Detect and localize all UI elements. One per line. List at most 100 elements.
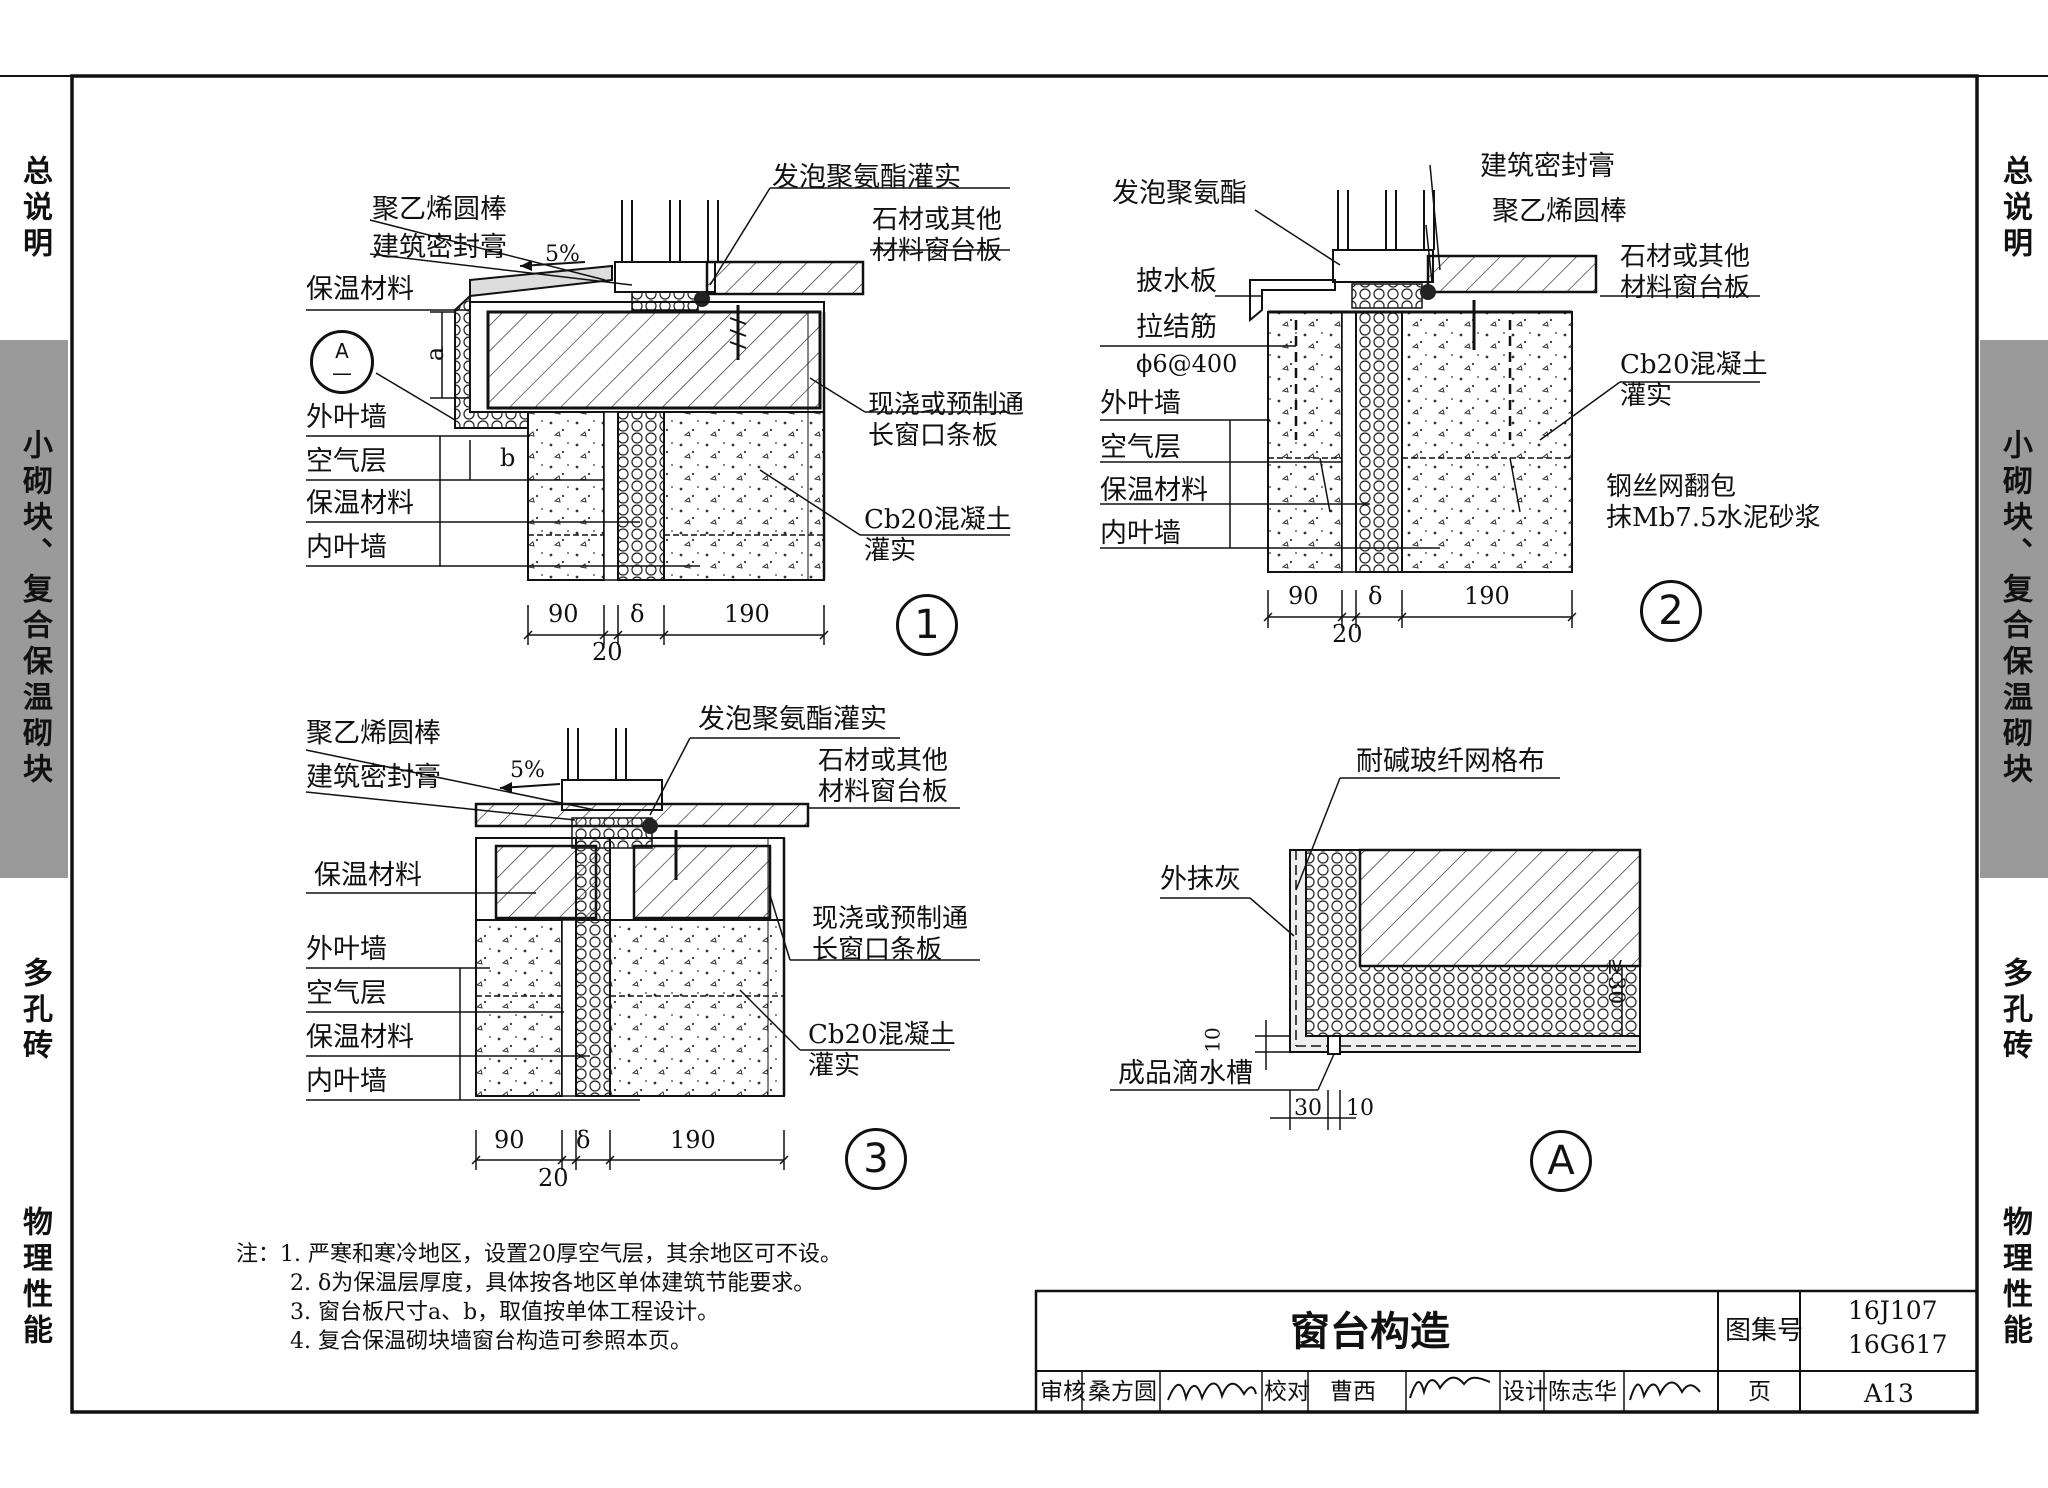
- d1-insulation-top-label: 保温材料: [306, 274, 414, 305]
- designer-name: 陈志华: [1548, 1379, 1617, 1405]
- da-mesh-label: 耐碱玻纤网格布: [1356, 746, 1545, 777]
- page-label: 页: [1748, 1379, 1771, 1405]
- d1-dim-90: 90: [548, 600, 579, 628]
- side-tab-left-1[interactable]: 小砌块、复合保温砌块: [0, 340, 68, 878]
- d1-lintel-label: 现浇或预制通 长窗口条板: [868, 390, 1025, 452]
- d3-inner-leaf-label: 内叶墙: [306, 1066, 387, 1097]
- note-1: 注：1. 严寒和寒冷地区，设置20厚空气层，其余地区可不设。: [236, 1242, 842, 1267]
- detail-a-drawing: [1110, 777, 1642, 1130]
- side-tab-right-2[interactable]: 多孔砖: [1997, 957, 2032, 1065]
- d2-air-label: 空气层: [1100, 432, 1181, 463]
- d3-rod-label: 聚乙烯圆棒: [306, 718, 441, 749]
- d3-dim-90: 90: [494, 1126, 525, 1154]
- d2-rod-label: 聚乙烯圆棒: [1492, 196, 1627, 227]
- d2-outer-leaf-label: 外叶墙: [1100, 388, 1181, 419]
- page-number: A13: [1864, 1379, 1914, 1408]
- reviewer-name: 桑方圆: [1088, 1379, 1157, 1405]
- review-label: 审核: [1040, 1379, 1086, 1405]
- detail-1-number: 1: [896, 594, 958, 656]
- da-dim-30: 30: [1294, 1096, 1322, 1121]
- note-3: 3. 窗台板尺寸a、b，取值按单体工程设计。: [290, 1300, 720, 1325]
- d2-dim-delta: δ: [1368, 582, 1383, 610]
- detail-3-drawing: [305, 728, 980, 1170]
- d3-outer-leaf-label: 外叶墙: [306, 934, 387, 965]
- checker-name: 曹西: [1330, 1379, 1376, 1405]
- d2-concrete-label: Cb20混凝土 灌实: [1620, 350, 1768, 412]
- check-label: 校对: [1264, 1379, 1310, 1405]
- side-tab-left-3[interactable]: 物理性能: [17, 1206, 52, 1350]
- d3-sealant-label: 建筑密封膏: [306, 762, 441, 793]
- da-dim-ge30: ≥30: [1603, 957, 1629, 1005]
- d2-mesh-label: 钢丝网翻包 抹Mb7.5水泥砂浆: [1606, 472, 1821, 534]
- d1-inner-leaf-label: 内叶墙: [306, 532, 387, 563]
- d1-dim-delta: δ: [630, 600, 645, 628]
- d3-dim-delta: δ: [576, 1126, 591, 1154]
- title-block-frame: [1034, 1289, 1979, 1414]
- d2-drip-label: 披水板: [1136, 266, 1217, 297]
- d1-foam-label: 发泡聚氨酯灌实: [772, 162, 961, 193]
- d1-dim-190: 190: [724, 600, 770, 628]
- d3-dim-20: 20: [538, 1164, 569, 1192]
- d2-dim-90: 90: [1288, 582, 1319, 610]
- d3-air-label: 空气层: [306, 978, 387, 1009]
- d2-dim-190: 190: [1464, 582, 1510, 610]
- side-tab-right-0[interactable]: 总说明: [1997, 155, 2032, 263]
- checker-signature: [1409, 1376, 1491, 1399]
- da-render-label: 外抹灰: [1160, 864, 1241, 895]
- side-tab-right-1[interactable]: 小砌块、复合保温砌块: [1980, 340, 2048, 878]
- da-drip-groove-label: 成品滴水槽: [1118, 1058, 1253, 1089]
- side-tab-left-0[interactable]: 总说明: [17, 155, 52, 263]
- d3-dim-190: 190: [670, 1126, 716, 1154]
- d1-dim-a: a: [421, 346, 450, 362]
- d1-board-label: 石材或其他 材料窗台板: [872, 205, 1003, 267]
- d2-dim-20: 20: [1332, 620, 1363, 648]
- detail-2-number: 2: [1640, 580, 1702, 642]
- d3-insulation-label: 保温材料: [306, 1022, 414, 1053]
- d2-inner-leaf-label: 内叶墙: [1100, 518, 1181, 549]
- d1-concrete-label: Cb20混凝土 灌实: [864, 505, 1012, 567]
- da-dim-10-horizontal: 10: [1346, 1096, 1374, 1121]
- note-4: 4. 复合保温砌块墙窗台构造可参照本页。: [290, 1329, 692, 1354]
- drawing-title: 窗台构造: [1290, 1309, 1450, 1355]
- detail-2-drawing: [1100, 164, 1760, 628]
- design-label: 设计: [1502, 1379, 1548, 1405]
- d3-lintel-label: 现浇或预制通 长窗口条板: [812, 904, 969, 966]
- detail-3-number: 3: [845, 1128, 907, 1190]
- side-tab-right-3[interactable]: 物理性能: [1997, 1206, 2032, 1350]
- d2-foam-label: 发泡聚氨酯: [1112, 178, 1247, 209]
- d3-slope-label: 5%: [510, 758, 545, 783]
- d1-detail-ref-bubble[interactable]: A —: [310, 330, 374, 394]
- d1-ref-line: —: [332, 361, 352, 385]
- detail-1-drawing: [306, 187, 1010, 645]
- note-2: 2. δ为保温层厚度，具体按各地区单体建筑节能要求。: [290, 1271, 816, 1296]
- d1-slope-label: 5%: [545, 242, 580, 267]
- d1-outer-leaf-label: 外叶墙: [306, 402, 387, 433]
- d2-sealant-label: 建筑密封膏: [1480, 151, 1615, 182]
- side-tab-left-2[interactable]: 多孔砖: [17, 957, 52, 1065]
- d3-insulation-top-label: 保温材料: [314, 860, 422, 891]
- d2-tie-spec-label: ϕ6@400: [1136, 350, 1238, 378]
- sheet-border: [70, 74, 1979, 1414]
- d1-air-label: 空气层: [306, 446, 387, 477]
- d2-board-label: 石材或其他 材料窗台板: [1620, 242, 1751, 304]
- d1-sealant-label: 建筑密封膏: [372, 232, 507, 263]
- d3-board-label: 石材或其他 材料窗台板: [818, 746, 949, 808]
- d1-ref-letter: A: [335, 339, 349, 363]
- d1-dim-b: b: [500, 444, 516, 472]
- d2-insulation-label: 保温材料: [1100, 475, 1208, 506]
- d3-concrete-label: Cb20混凝土 灌实: [808, 1020, 956, 1082]
- d1-dim-20: 20: [592, 638, 623, 666]
- d3-foam-label: 发泡聚氨酯灌实: [698, 704, 887, 735]
- d2-tie-label: 拉结筋: [1136, 312, 1217, 343]
- atlas-label: 图集号: [1725, 1316, 1804, 1346]
- detail-a-number: A: [1530, 1130, 1592, 1192]
- d1-insulation-label: 保温材料: [306, 488, 414, 519]
- atlas-number-2: 16G617: [1848, 1330, 1948, 1359]
- d1-rod-label: 聚乙烯圆棒: [372, 194, 507, 225]
- da-dim-10-vertical: 10: [1200, 1027, 1225, 1053]
- atlas-number-1: 16J107: [1848, 1296, 1938, 1325]
- designer-signature: [1629, 1381, 1701, 1401]
- reviewer-signature: [1167, 1382, 1257, 1402]
- notes-block: 注：1. 严寒和寒冷地区，设置20厚空气层，其余地区可不设。 2. δ为保温层厚…: [236, 1240, 842, 1356]
